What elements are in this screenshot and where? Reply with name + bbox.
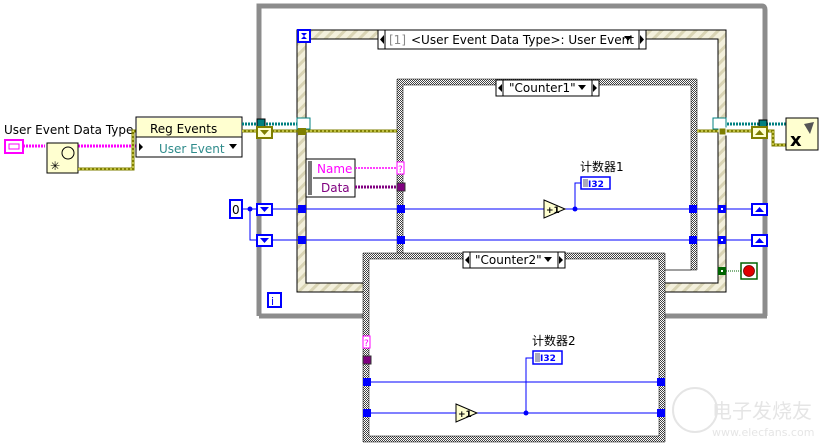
svg-text:?: ? <box>364 339 369 349</box>
counter1-indicator[interactable]: I32 <box>580 176 611 190</box>
control-label: User Event Data Type <box>4 123 133 137</box>
case1-selector[interactable]: "Counter1" <box>495 79 600 97</box>
unbundle-by-name-node[interactable]: Name Data <box>305 158 356 198</box>
shift-register-right[interactable] <box>751 203 768 247</box>
svg-text:i: i <box>271 295 274 308</box>
event-selector[interactable]: [1] <User Event Data Type>: User Event <box>377 29 647 50</box>
destroy-x-icon: x <box>790 130 802 151</box>
svg-text:User Event: User Event <box>159 142 225 156</box>
svg-text:"Counter1": "Counter1" <box>509 81 576 95</box>
svg-text:I32: I32 <box>588 180 604 190</box>
chevron-down-icon[interactable] <box>624 36 632 41</box>
iteration-terminal <box>267 292 282 308</box>
svg-text:Data: Data <box>321 181 350 195</box>
svg-text:I32: I32 <box>540 354 556 364</box>
svg-text:[1]: [1] <box>389 33 406 47</box>
register-events-node[interactable]: Reg Events User Event <box>135 116 243 158</box>
case2-selector[interactable]: "Counter2" <box>462 251 566 269</box>
increment-node-2[interactable]: +1 <box>455 403 479 423</box>
svg-text:<User Event Data Type>: User E: <User Event Data Type>: User Event <box>411 33 634 47</box>
svg-text:电子发烧友: 电子发烧友 <box>712 399 812 423</box>
svg-text:Name: Name <box>317 162 352 176</box>
case-structure-counter1[interactable] <box>396 78 698 271</box>
shift-register-left[interactable] <box>256 203 273 247</box>
counter2-indicator[interactable]: I32 <box>532 350 563 365</box>
stop-button-terminal[interactable] <box>740 262 758 280</box>
svg-text:0: 0 <box>232 203 240 217</box>
name-tunnel <box>396 161 405 175</box>
user-event-data-type-control[interactable] <box>4 139 24 154</box>
tunnels <box>298 205 726 417</box>
data-tunnel <box>396 182 406 192</box>
svg-text:计数器1: 计数器1 <box>580 159 624 174</box>
increment-node-1[interactable]: +1 <box>543 199 567 219</box>
svg-text:"Counter2": "Counter2" <box>475 253 542 267</box>
svg-text:+1: +1 <box>458 410 472 420</box>
svg-text:+1: +1 <box>546 206 560 216</box>
svg-text:Reg Events: Reg Events <box>150 122 217 136</box>
create-user-event-node[interactable] <box>46 142 79 174</box>
while-loop-border[interactable] <box>256 3 768 316</box>
svg-text:?: ? <box>398 165 403 175</box>
watermark: 电子发烧友 www.elecfans.com <box>672 387 814 439</box>
svg-text:计数器2: 计数器2 <box>532 333 576 348</box>
create-event-icon: ✳ <box>50 159 60 173</box>
timeout-hourglass-icon <box>297 29 311 43</box>
unregister-events-node[interactable] <box>785 117 819 151</box>
svg-text:www.elecfans.com: www.elecfans.com <box>712 426 814 439</box>
